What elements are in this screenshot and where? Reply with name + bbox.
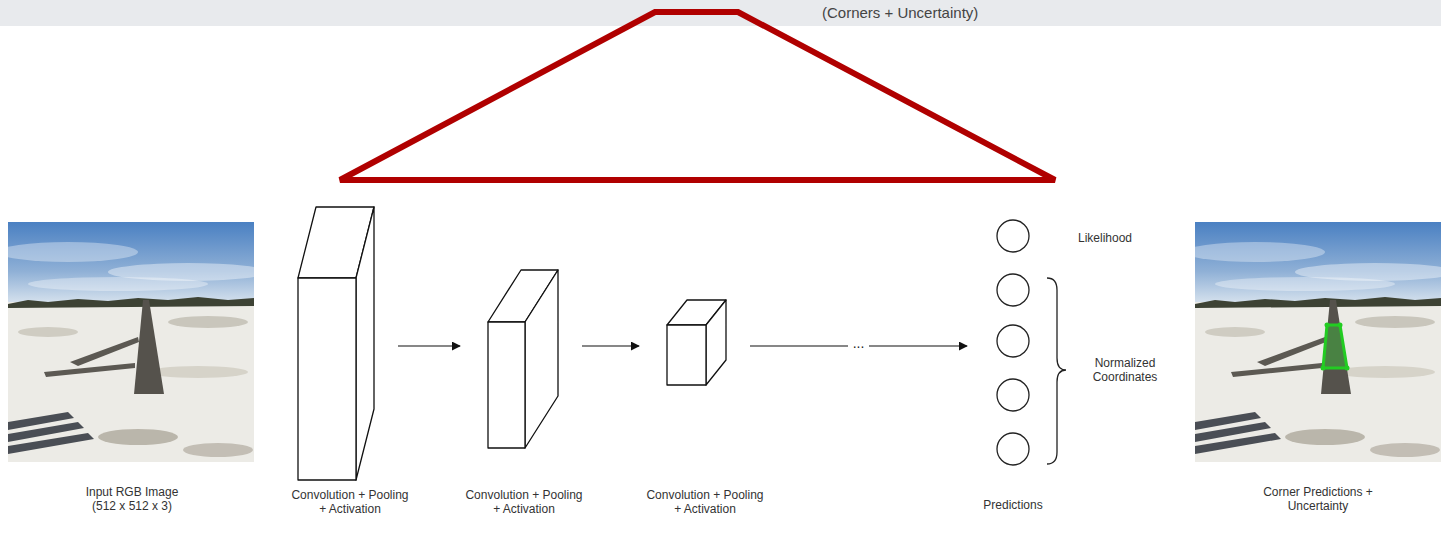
block-caption: Convolution + Pooling + Activation — [288, 488, 412, 516]
output-neuron — [997, 274, 1029, 306]
input-image: Input RGB Image (512 x 512 x 3) — [8, 222, 254, 462]
output-photo — [1185, 222, 1441, 462]
feature-map-block — [488, 270, 558, 448]
block-face — [356, 207, 374, 480]
curly-brace — [1047, 278, 1066, 464]
feature-map-block — [667, 300, 726, 385]
output-neuron — [997, 433, 1029, 465]
ellipsis-label: ... — [848, 336, 870, 350]
block-face — [488, 322, 525, 448]
output-neuron — [997, 325, 1029, 357]
flow-arrow — [582, 345, 639, 346]
output-neurons — [995, 218, 1031, 467]
output-label: Normalized Coordinates — [1083, 356, 1167, 384]
conv-block: Convolution + Pooling + Activation — [488, 270, 558, 448]
block-caption: Convolution + Pooling + Activation — [462, 488, 586, 516]
corner-polygon — [1323, 325, 1347, 368]
block-face — [525, 270, 558, 448]
block-caption: Convolution + Pooling + Activation — [643, 488, 767, 516]
block-caption: Corner Predictions + Uncertainty — [1257, 485, 1379, 513]
block-face — [706, 300, 726, 385]
corner-dot — [1325, 323, 1330, 328]
block-face — [667, 325, 706, 385]
header-text: (Corners + Uncertainty) — [822, 4, 978, 22]
input-photo — [0, 222, 268, 462]
output-neuron — [997, 379, 1029, 411]
feature-map-block — [298, 207, 374, 480]
block-caption: Predictions — [968, 498, 1058, 512]
conv-block: Convolution + Pooling + Activation — [298, 207, 374, 480]
corner-dot — [1345, 366, 1350, 371]
highlight-trapezoid — [340, 12, 1055, 180]
corner-dot — [1338, 323, 1343, 328]
block-caption: Input RGB Image (512 x 512 x 3) — [83, 485, 181, 513]
output-neuron — [997, 220, 1029, 252]
output-label: Likelihood — [1060, 231, 1150, 245]
flow-arrow — [398, 345, 460, 346]
block-face — [298, 278, 356, 480]
corner-dot — [1321, 366, 1326, 371]
output-image: Corner Predictions + Uncertainty — [1195, 222, 1441, 462]
corner-annotation — [1321, 323, 1350, 371]
prediction-outputs: Predictions — [995, 218, 1031, 467]
conv-block: Convolution + Pooling + Activation — [667, 300, 726, 385]
